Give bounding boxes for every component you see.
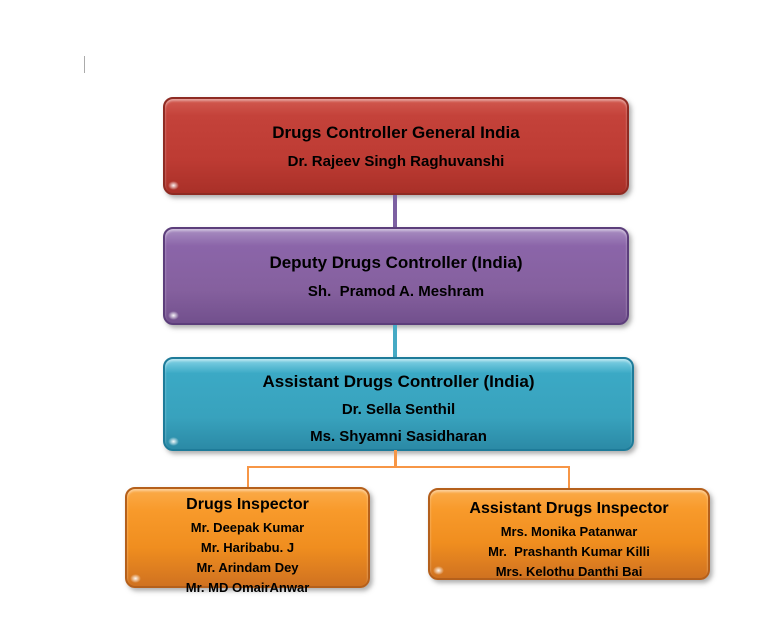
node-member: Dr. Rajeev Singh Raghuvanshi — [287, 153, 505, 170]
node-title: Assistant Drugs Inspector — [469, 500, 669, 517]
node-member: Mrs. Monika Patanwar — [500, 524, 638, 539]
org-node-deputy-drugs-controller: Deputy Drugs Controller (India) Sh. Pram… — [163, 227, 629, 325]
node-title: Deputy Drugs Controller (India) — [269, 253, 523, 272]
node-member: Mr. MD OmairAnwar — [185, 580, 310, 595]
org-node-drugs-inspector: Drugs Inspector Mr. Deepak Kumar Mr. Har… — [125, 487, 370, 595]
org-node-assistant-drugs-inspector: Assistant Drugs Inspector Mrs. Monika Pa… — [428, 488, 710, 580]
org-node-drugs-controller-general-india: Drugs Controller General India Dr. Rajee… — [163, 97, 629, 195]
org-node-assistant-drugs-controller: Assistant Drugs Controller (India) Dr. S… — [163, 357, 634, 451]
node-member: Mr. Deepak Kumar — [190, 520, 305, 535]
connector-deputy-to-assistant — [393, 325, 397, 358]
node-member: Mr. Haribabu. J — [200, 540, 295, 555]
connector-branch-to-drugs-inspector — [247, 466, 249, 488]
node-title: Drugs Controller General India — [272, 123, 520, 142]
node-member: Mr. Arindam Dey — [196, 560, 299, 575]
node-member: Mr. Prashanth Kumar Killi — [488, 544, 650, 559]
connector-assistant-stem — [394, 450, 397, 467]
connector-branch-horizontal — [247, 466, 570, 468]
connector-branch-to-assistant-drugs-inspector — [568, 466, 570, 489]
connector-dcgi-to-deputy — [393, 195, 397, 228]
node-title: Assistant Drugs Controller (India) — [262, 372, 535, 391]
node-member: Sh. Pramod A. Meshram — [307, 283, 485, 300]
node-member: Dr. Sella Senthil — [341, 401, 456, 418]
node-title: Drugs Inspector — [186, 496, 309, 513]
text-cursor-artifact — [84, 56, 85, 73]
node-member: Ms. Shyamni Sasidharan — [310, 428, 487, 445]
node-member: Mrs. Kelothu Danthi Bai — [495, 564, 643, 579]
